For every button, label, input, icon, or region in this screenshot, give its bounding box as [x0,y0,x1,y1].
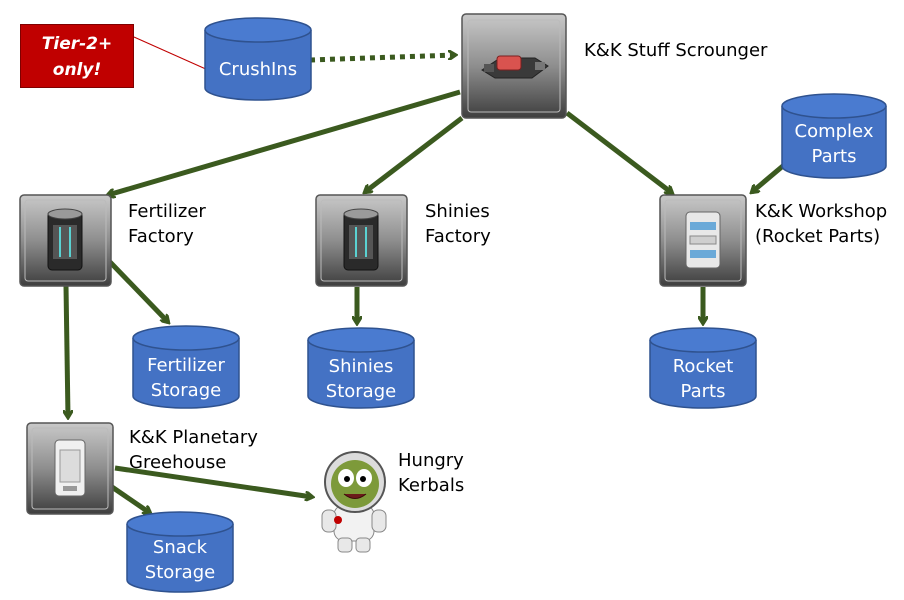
workshop-tile [659,194,747,287]
arrow-greenhouse-to-snack [110,484,150,513]
arrow-scrounger-to-shinies [365,116,464,192]
shinies-storage-label-1: Shinies [329,356,394,377]
fertilizer-factory-tile [19,194,112,287]
arrow-greenhouse-to-kerbals [114,465,312,497]
scrounger-icon [481,55,549,79]
complex-parts-label-1: Complex [795,121,874,142]
shinies-factory-label-1: Shinies [425,201,490,222]
tag-connector [133,36,209,71]
factory-tank-icon [343,208,379,271]
arrow-fertilizer-to-storage [108,260,168,322]
rocket-parts-label-1: Rocket [673,356,734,377]
fertilizer-storage-label-2: Storage [151,380,221,401]
greenhouse-label-2: Greehouse [129,452,227,473]
stuff-scrounger-tile [461,13,567,119]
greenhouse-module-icon [54,439,86,497]
snack-storage-label-1: Snack [153,537,208,558]
greenhouse-label-1: K&K Planetary [129,427,258,448]
fertilizer-storage: Fertilizer Storage [132,325,240,409]
shinies-factory-label-2: Factory [425,226,491,247]
workshop-label-1: K&K Workshop [755,201,888,222]
workshop-module-icon [685,211,721,269]
hungry-kerbals-label-1: Hungry [398,450,464,471]
hungry-kerbals-label-2: Kerbals [398,475,465,496]
rocket-parts-storage: Rocket Parts [649,327,757,409]
tag-line-1: Tier-2+ [41,34,113,54]
greenhouse-label: K&K Planetary Greehouse [129,425,258,475]
workshop-label-2: (Rocket Parts) [755,226,881,247]
shinies-factory-tile [315,194,408,287]
workshop-label: K&K Workshop (Rocket Parts) [755,199,887,249]
arrow-fertilizer-to-greenhouse [66,285,68,417]
rocket-parts-label-2: Parts [681,381,726,402]
snack-storage: Snack Storage [126,511,234,593]
complex-parts-label-2: Parts [812,146,857,167]
fertilizer-storage-label-1: Fertilizer [147,355,225,376]
arrow-crushins-to-scrounger [309,55,455,63]
fertilizer-factory-label-1: Fertilizer [128,201,206,222]
fertilizer-factory-label: Fertilizer Factory [128,199,206,249]
snack-storage-label-2: Storage [145,562,215,583]
tag-line-2: only! [52,60,102,80]
crushins-label: CrushIns [219,59,297,80]
arrow-scrounger-to-fertilizer [108,89,461,195]
factory-tank-icon [47,208,83,271]
stuff-scrounger-label-1: K&K Stuff Scrounger [584,40,768,61]
shinies-storage: Shinies Storage [307,327,415,409]
kerbal-astronaut-icon [321,451,387,553]
greenhouse-tile [26,422,114,515]
crushins-storage: CrushIns [204,17,312,101]
stuff-scrounger-label: K&K Stuff Scrounger [584,38,767,63]
arrow-scrounger-to-workshop [565,111,672,193]
shinies-storage-label-2: Storage [326,381,396,402]
hungry-kerbals-label: Hungry Kerbals [398,448,464,498]
fertilizer-factory-label-2: Factory [128,226,194,247]
tier2-only-tag: Tier-2+ only! [20,24,134,88]
shinies-factory-label: Shinies Factory [425,199,491,249]
complex-parts-storage: Complex Parts [781,93,887,179]
